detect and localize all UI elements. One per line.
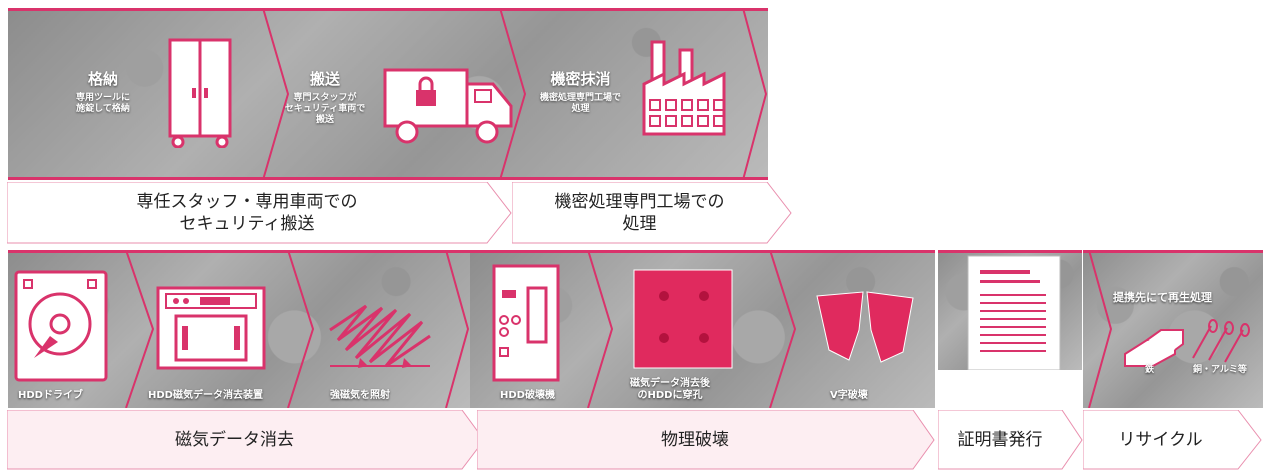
certificate-panel (938, 250, 1082, 370)
step-chevron-dividers (1088, 250, 1113, 408)
step-title: 格納 (87, 70, 118, 88)
physical-destruction-panel: HDD破壊機 磁気データ消去後 のHDDに穿孔 V字破壊 (470, 250, 935, 408)
label-recycle: リサイクル (1083, 410, 1263, 470)
step-chevron-dividers (125, 250, 470, 408)
recycle-heading: 提携先にて再生処理 (1113, 291, 1212, 304)
hdd-crusher-icon (492, 264, 560, 382)
label-text: リサイクル (1118, 430, 1203, 450)
step-storage: 格納 専用ツールに 施錠して格納 (48, 68, 158, 115)
v-bend-icon (816, 291, 914, 363)
label-text: 証明書発行 (957, 430, 1043, 450)
label-physical-destruction: 物理破壊 (477, 410, 935, 470)
step-chevron-dividers (587, 250, 797, 408)
step-transport: 搬送 専門スタッフが セキュリティ車両で 搬送 (270, 68, 380, 126)
factory-icon (642, 40, 726, 136)
drilled-hdd-icon (633, 269, 733, 369)
step-description: 機密処理専門工場で 処理 (539, 93, 621, 114)
magnetic-irradiation-icon (329, 304, 431, 368)
hdd-drive-icon (14, 270, 108, 382)
recycle-materials-icon (1124, 319, 1250, 367)
security-truck-icon (383, 68, 513, 144)
caption-strong-magnetism: 強磁気を照射 (330, 390, 390, 401)
caption-hdd-crusher: HDD破壊機 (500, 390, 555, 401)
step-confidential-erasure: 機密抹消 機密処理専門工場で 処理 (523, 68, 638, 115)
magnetic-erase-panel: HDDドライブ HDD磁気データ消去装置 強磁気を照射 (8, 250, 470, 408)
label-text: 物理破壊 (661, 430, 729, 450)
caption-drilled-hdd: 磁気データ消去後 のHDDに穿孔 (630, 378, 710, 401)
caption-v-bend: V字破壊 (830, 390, 868, 401)
step-description: 専門スタッフが セキュリティ車両で 搬送 (284, 93, 366, 125)
degausser-icon (156, 286, 266, 370)
label-certificate-issue: 証明書発行 (938, 410, 1083, 470)
label-factory-processing: 機密処理専門工場での 処理 (512, 182, 792, 244)
step-title: 搬送 (309, 70, 340, 88)
caption-hdd-drive: HDDドライブ (18, 390, 83, 401)
step-title: 機密抹消 (550, 70, 611, 88)
material-copper-aluminum-label: 銅・アルミ等 (1193, 365, 1247, 375)
step-description: 専用ツールに 施錠して格納 (75, 93, 130, 114)
label-text: 専任スタッフ・専用車両での セキュリティ搬送 (136, 192, 358, 234)
storage-cabinet-icon (168, 38, 232, 148)
label-text: 機密処理専門工場での 処理 (554, 192, 725, 234)
step-chevron-dividers (262, 8, 768, 180)
label-magnetic-erase: 磁気データ消去 (7, 410, 485, 470)
top-process-banner: 格納 専用ツールに 施錠して格納 搬送 専門スタッフが セキュリティ車両で 搬送… (8, 8, 768, 180)
certificate-document-icon (967, 255, 1061, 370)
label-security-transport: 専任スタッフ・専用車両での セキュリティ搬送 (7, 182, 512, 244)
label-text: 磁気データ消去 (175, 430, 294, 450)
material-iron-label: 鉄 (1145, 365, 1155, 375)
recycle-panel: 提携先にて再生処理 鉄 銅・アルミ等 (1083, 250, 1263, 408)
caption-degausser: HDD磁気データ消去装置 (148, 390, 263, 401)
